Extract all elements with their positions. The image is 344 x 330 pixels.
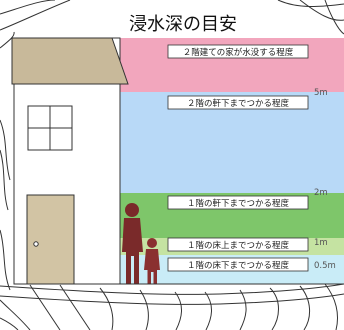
- band-label-4: １階の床上までつかる程度: [187, 240, 290, 251]
- band-label-box-3: [167, 195, 309, 210]
- band-label-5: １階の床下までつかる程度: [187, 260, 290, 271]
- level-marker-1m: 1m: [314, 238, 328, 248]
- band-label-3: １階の軒下までつかる程度: [187, 198, 290, 209]
- child-figure: [144, 238, 160, 284]
- house-roof: [11, 37, 129, 85]
- band-label-box-2: [167, 95, 309, 110]
- band-label-2: ２階の軒下までつかる程度: [187, 98, 290, 109]
- adult-figure: [122, 203, 143, 284]
- band-label-box-1: [167, 44, 309, 59]
- title-background: [113, 10, 253, 36]
- band-label-box-5: [167, 257, 309, 272]
- flood-bands: ２階建ての家が水没する程度 ２階の軒下までつかる程度 １階の軒下までつかる程度 １階の…: [120, 38, 344, 284]
- level-marker-5m: 5m: [314, 88, 328, 98]
- level-marker-2m: 2m: [314, 188, 328, 198]
- door-knob: [33, 241, 39, 247]
- house: [11, 37, 129, 285]
- page-title: 浸水深の目安: [129, 14, 237, 35]
- band-label-box-4: [167, 237, 309, 252]
- level-marker-0-5m: 0.5m: [314, 261, 336, 271]
- level-markers: 5m 2m 1m 0.5m: [314, 88, 336, 271]
- band-label-1: ２階建ての家が水没する程度: [183, 47, 294, 58]
- house-door: [26, 194, 75, 285]
- house-window: [27, 105, 73, 151]
